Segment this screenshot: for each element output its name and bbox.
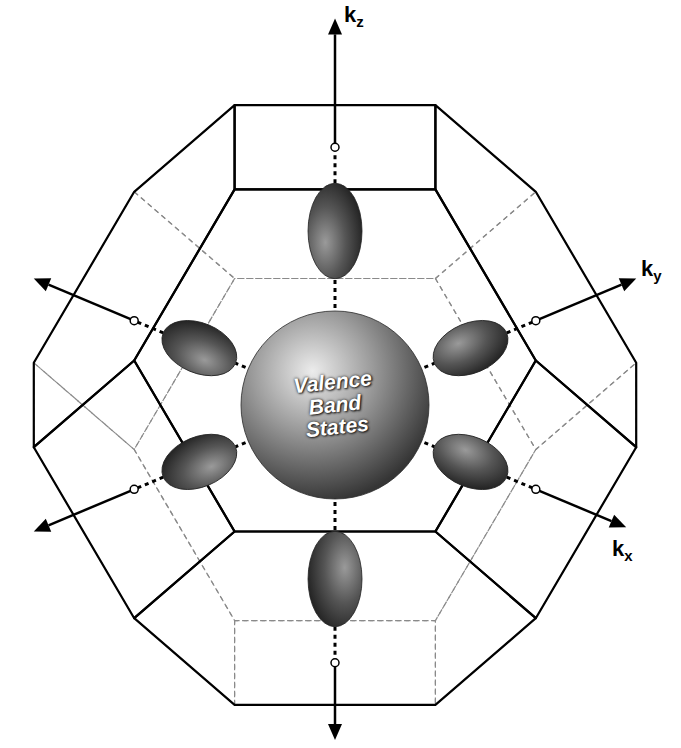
valley-ellipsoid [308,183,362,278]
sphere-label: Valence Band States [284,366,386,444]
zone-boundary-point [331,659,339,667]
valley-ellipsoid [425,310,517,386]
axis-line [334,34,337,147]
axis-label: kz [344,4,364,29]
axis-dotted [334,502,337,531]
axis-lines [134,147,536,662]
axis-dotted [236,443,246,447]
axis-dotted [236,363,246,367]
zone-edge [435,361,636,619]
zone-edge [435,105,636,447]
hidden-edge [435,363,636,705]
arrowhead [609,515,626,528]
sphere-fill [241,311,429,499]
axis-dotted [334,147,337,183]
hidden-edge [34,363,235,705]
hidden-zone-edges [34,105,636,705]
axis-dotted [424,443,434,447]
visible-zone-edges [34,105,636,705]
arrowhead [34,519,51,532]
axis-label: kx [612,538,633,563]
conduction-valleys [154,183,517,626]
hidden-edge [435,192,636,450]
valley-ellipsoid [425,424,517,500]
axis-line [334,663,337,724]
valley-ellipsoid [308,531,362,626]
axis-line [536,285,622,321]
zone-boundary-point [130,485,138,493]
zone-boundary-point [532,485,540,493]
arrowhead [328,18,342,34]
axis-label: ky [641,258,662,283]
axis-line [536,489,612,521]
valley-ellipsoid [154,424,246,500]
zone-boundary-point [331,143,339,151]
arrowhead [619,278,636,291]
zone-edge [34,361,235,619]
valley-ellipsoid [154,310,246,386]
zone-boundary-point [532,317,540,325]
arrowhead [34,278,51,291]
axis-line [49,489,135,525]
axis-dotted [424,363,434,367]
arrowhead [328,724,342,740]
zone-boundary-point [130,317,138,325]
axis-arrows [34,18,636,740]
axis-dotted [334,279,337,308]
axis-line [49,285,135,321]
zone-edge [34,105,235,447]
axis-dotted [334,627,337,663]
valence-band-sphere: Valence Band States [240,310,430,500]
hidden-edge [34,192,235,450]
